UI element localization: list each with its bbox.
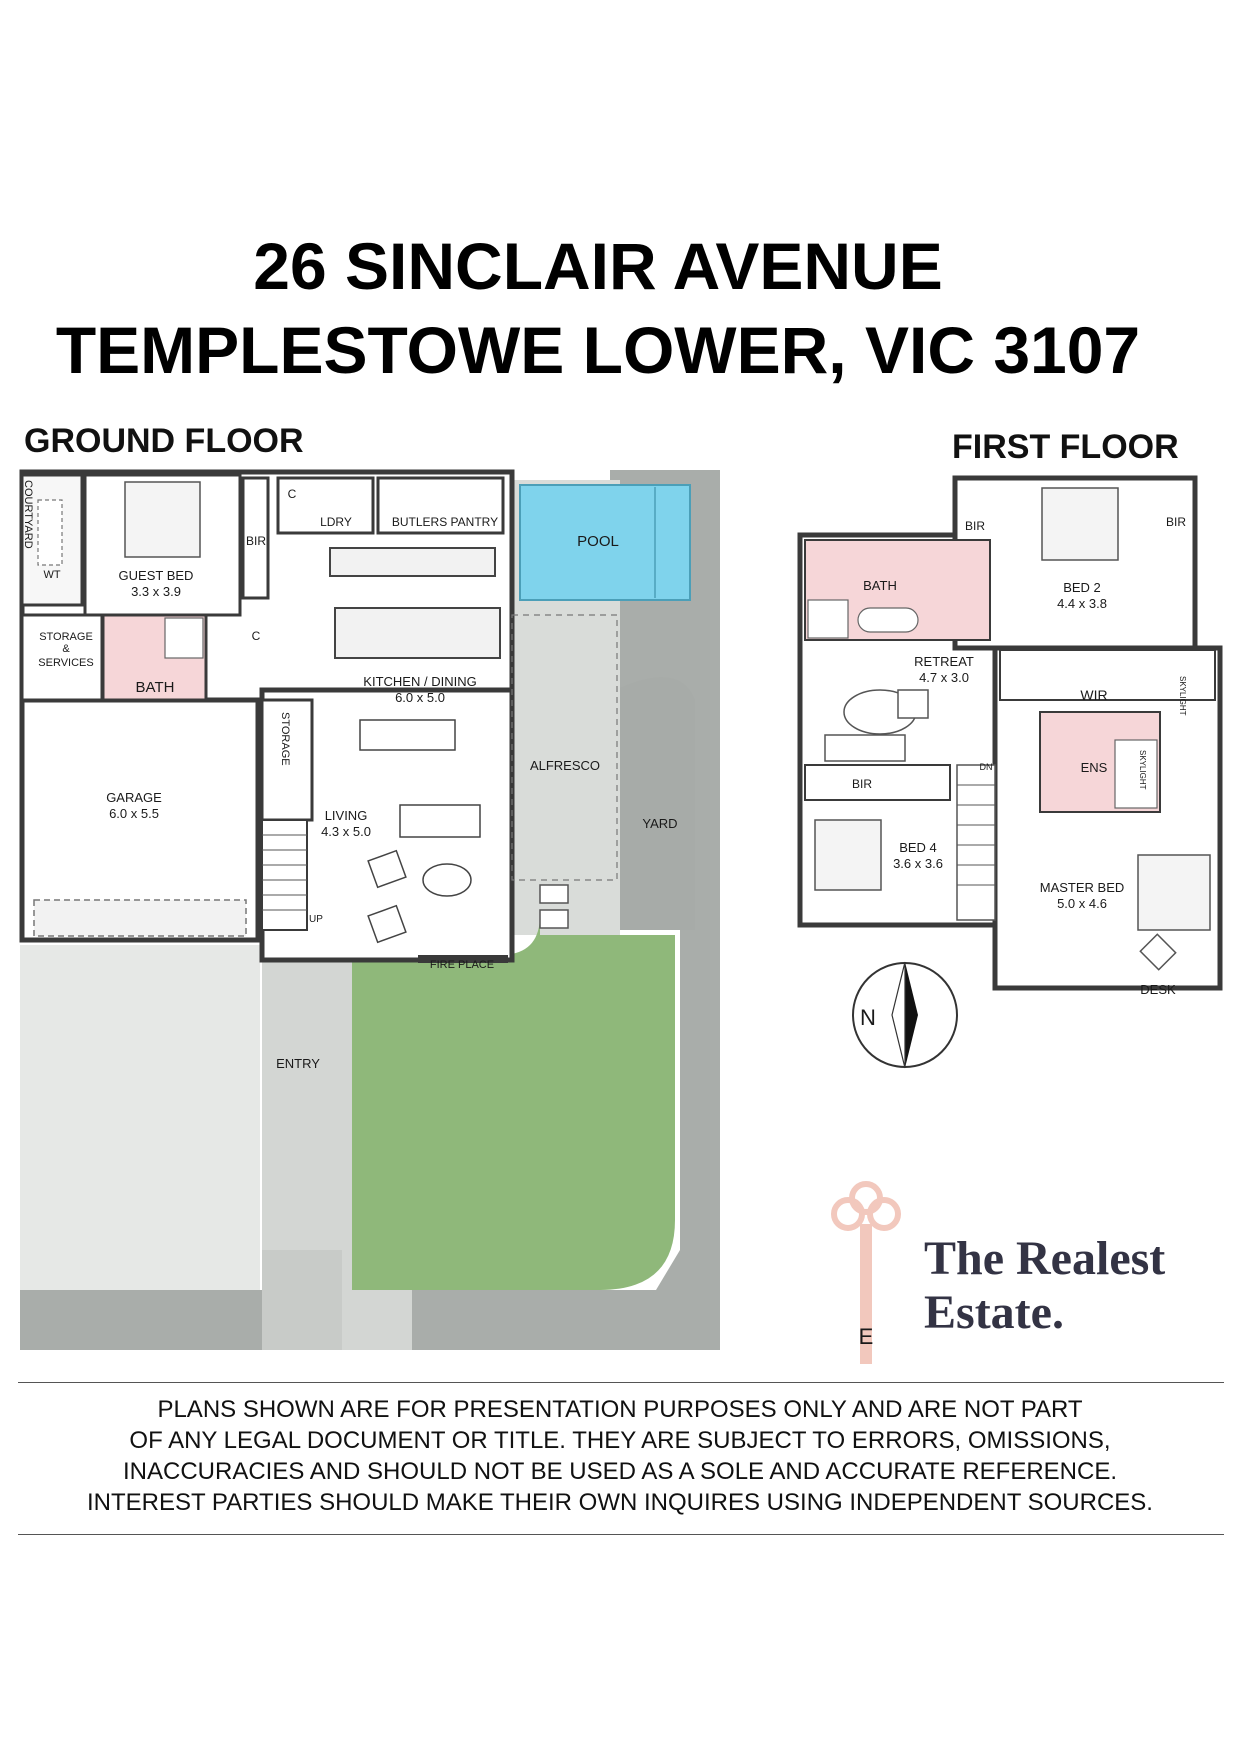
c2-label: C <box>252 629 261 643</box>
compass-n-label: N <box>860 1005 876 1030</box>
guest-bed-label: GUEST BED <box>119 568 194 583</box>
wir-label: WIR <box>1080 687 1107 703</box>
dining-table <box>359 719 456 751</box>
bed4-size: 3.6 x 3.6 <box>893 856 943 871</box>
ground-floor-plan: COURTYARD WT GUEST BED 3.3 x 3.9 BIR C C… <box>19 469 720 1350</box>
driveway <box>20 945 260 1350</box>
living-size: 4.3 x 5.0 <box>321 824 371 839</box>
bed4-icon <box>814 819 882 891</box>
kitchen-dining-size: 6.0 x 5.0 <box>395 690 445 705</box>
storage-label: STORAGE <box>279 712 291 766</box>
north-compass: N <box>852 961 958 1069</box>
ff-bir-left-label: BIR <box>965 519 985 533</box>
alfresco-label: ALFRESCO <box>530 758 600 773</box>
first-floor-outline-master <box>992 645 1223 991</box>
storage-services-label-1: STORAGE <box>39 631 93 643</box>
first-floor-plan: BIR BIR BATH BED 2 4.4 x 3.8 RETREAT 4.7… <box>797 475 1223 997</box>
ldry-label: LDRY <box>320 515 352 529</box>
disclaimer-line: INTEREST PARTIES SHOULD MAKE THEIR OWN I… <box>87 1489 1153 1516</box>
bir-label: BIR <box>246 534 266 548</box>
butlers-pantry-label: BUTLERS PANTRY <box>392 515 498 529</box>
courtyard-label: COURTYARD <box>22 480 34 549</box>
c1-label: C <box>288 487 297 501</box>
brand-line-2: Estate. <box>924 1286 1064 1339</box>
ground-stairs <box>261 819 308 931</box>
guest-bed-icon <box>124 481 201 558</box>
ground-floor-heading: GROUND FLOOR <box>24 422 304 460</box>
bed2-size: 4.4 x 3.8 <box>1057 596 1107 611</box>
skylight-label-2: SKYLIGHT <box>1138 750 1147 790</box>
disclaimer-line: OF ANY LEGAL DOCUMENT OR TITLE. THEY ARE… <box>129 1427 1111 1454</box>
disclaimer-top-rule <box>18 1382 1224 1383</box>
disclaimer-line: PLANS SHOWN ARE FOR PRESENTATION PURPOSE… <box>157 1396 1083 1423</box>
bed2-icon <box>1041 487 1119 561</box>
ff-bir-right-label: BIR <box>1166 515 1186 529</box>
yard-curve <box>615 677 695 930</box>
coffee-table <box>422 863 472 897</box>
master-bed-icon <box>1137 854 1211 931</box>
pool <box>519 484 691 601</box>
up-label: UP <box>309 914 323 925</box>
guest-bed-size: 3.3 x 3.9 <box>131 584 181 599</box>
living-label: LIVING <box>325 808 368 823</box>
skylight-label-1: SKYLIGHT <box>1178 676 1187 716</box>
bed4-bir-label: BIR <box>852 777 872 791</box>
key-letter: E <box>859 1324 874 1349</box>
bed2-label: BED 2 <box>1063 580 1101 595</box>
stairs-path <box>262 1250 342 1350</box>
garage-label: GARAGE <box>106 790 162 805</box>
bed4-label: BED 4 <box>899 840 937 855</box>
wt-label: WT <box>43 569 60 581</box>
ens-label: ENS <box>1081 760 1108 775</box>
brand-line-1: The Realest <box>924 1232 1166 1285</box>
first-stairs <box>956 764 996 921</box>
disclaimer-bottom-rule <box>18 1534 1224 1535</box>
pool-label: POOL <box>577 533 619 550</box>
sofa <box>399 804 481 838</box>
storage-services-label-2: & <box>62 643 70 655</box>
retreat-size: 4.7 x 3.0 <box>919 670 969 685</box>
garage-size: 6.0 x 5.5 <box>109 806 159 821</box>
lawn <box>352 915 675 1290</box>
kitchen-dining-label: KITCHEN / DINING <box>363 674 476 689</box>
kitchen-bench <box>329 547 496 577</box>
dn-label: DN <box>980 762 993 772</box>
retreat-label: RETREAT <box>914 654 974 669</box>
disclaimer-line: INACCURACIES AND SHOULD NOT BE USED AS A… <box>122 1458 1118 1485</box>
kitchen-island <box>334 607 501 659</box>
desk-label: DESK <box>1140 982 1176 997</box>
fire-place-label: FIRE PLACE <box>430 959 494 971</box>
ff-bath-label: BATH <box>863 578 897 593</box>
storage-services-label-3: SERVICES <box>38 657 93 669</box>
disclaimer: PLANS SHOWN ARE FOR PRESENTATION PURPOSE… <box>0 1394 1240 1518</box>
master-bed-size: 5.0 x 4.6 <box>1057 896 1107 911</box>
yard-label: YARD <box>642 816 677 831</box>
first-floor-heading: FIRST FLOOR <box>952 428 1179 466</box>
entry-label: ENTRY <box>276 1056 320 1071</box>
key-logo: E <box>831 1181 901 1364</box>
address-line-2: TEMPLESTOWE LOWER, VIC 3107 <box>55 313 1141 387</box>
address-line-1: 26 SINCLAIR AVENUE <box>253 229 943 303</box>
brand-name: The Realest Estate. <box>924 1232 1165 1340</box>
ground-bath-label: BATH <box>136 679 175 696</box>
master-bed-label: MASTER BED <box>1040 880 1125 895</box>
